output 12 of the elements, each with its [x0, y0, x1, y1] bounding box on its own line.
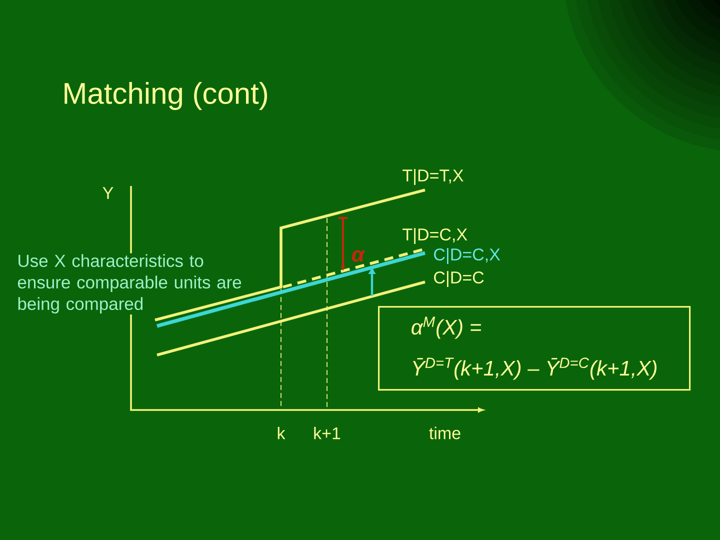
gap-label: α [352, 250, 366, 262]
slide-title: Matching (cont) [64, 82, 268, 110]
tick-label: k+1 [314, 426, 340, 440]
tick-label: k [278, 426, 286, 440]
axis-label: time [429, 426, 460, 440]
line-label: C|D=C,X [434, 248, 500, 264]
line-label: T|D=C,X [402, 228, 468, 244]
line-label: C|D=C [434, 271, 484, 287]
formula-box: α$^{M}$(X) = Ȳ$^{D=T}$(k+1,X) – Ȳ$^{D=C}$(k+1,X) [378, 306, 691, 391]
line-label: T|D=T,X [402, 169, 464, 185]
axis-label: Y [102, 187, 114, 199]
note-text: Use X characteristics to ensure comparable units are being compared [16, 253, 250, 314]
